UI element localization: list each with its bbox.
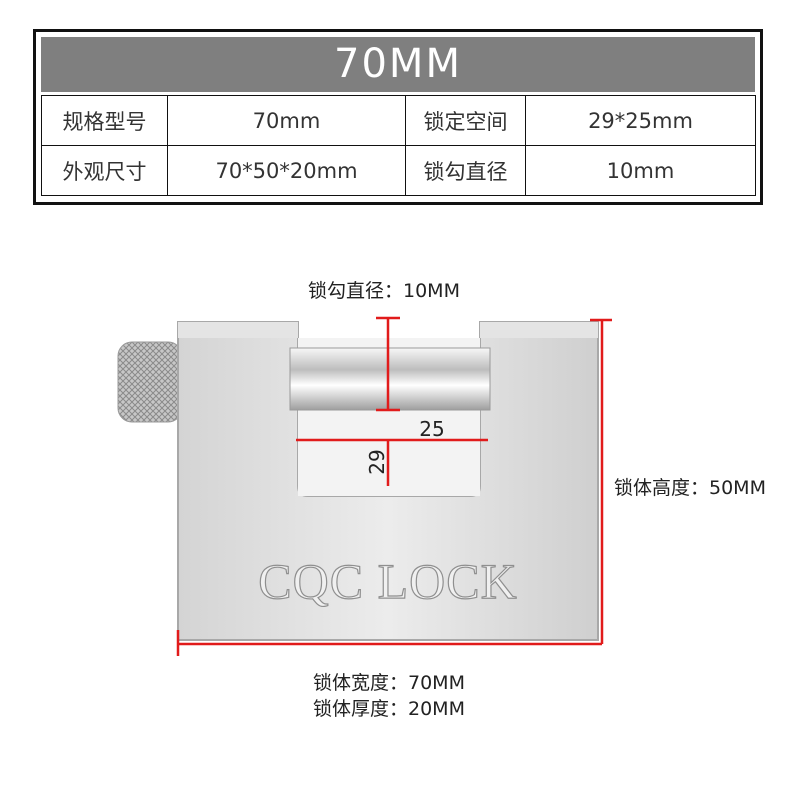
spec-value-lock-space: 29*25mm [525,95,756,146]
spec-value-model: 70mm [167,95,406,146]
spec-table-frame: 70MM 规格型号 70mm 锁定空间 29*25mm 外观尺寸 70*50*2… [33,29,763,205]
spec-label-lock-space: 锁定空间 [405,95,526,146]
inner-height-label: 29 [365,449,389,474]
shackle-diameter-label: 锁勾直径：10MM [308,280,460,302]
spec-row: 外观尺寸 70*50*20mm 锁勾直径 10mm [41,145,756,196]
lock-top-bevel-right [480,322,598,338]
inner-width-label: 25 [419,417,444,441]
body-height-label: 锁体高度：50MM [614,477,766,499]
spec-value-dimensions: 70*50*20mm [167,145,406,196]
spec-label-shackle: 锁勾直径 [405,145,526,196]
spec-title: 70MM [41,37,755,92]
spec-label-dimensions: 外观尺寸 [41,145,168,196]
engraving-text: CQC LOCK [258,553,517,609]
body-thickness-label: 锁体厚度：20MM [313,698,465,720]
knurled-cylinder [117,341,183,423]
spec-table: 规格型号 70mm 锁定空间 29*25mm 外观尺寸 70*50*20mm 锁… [41,95,756,196]
spec-value-shackle: 10mm [525,145,756,196]
lock-top-bevel-left [178,322,298,338]
shackle-bar [289,347,491,411]
body-width-label: 锁体宽度：70MM [313,672,465,694]
